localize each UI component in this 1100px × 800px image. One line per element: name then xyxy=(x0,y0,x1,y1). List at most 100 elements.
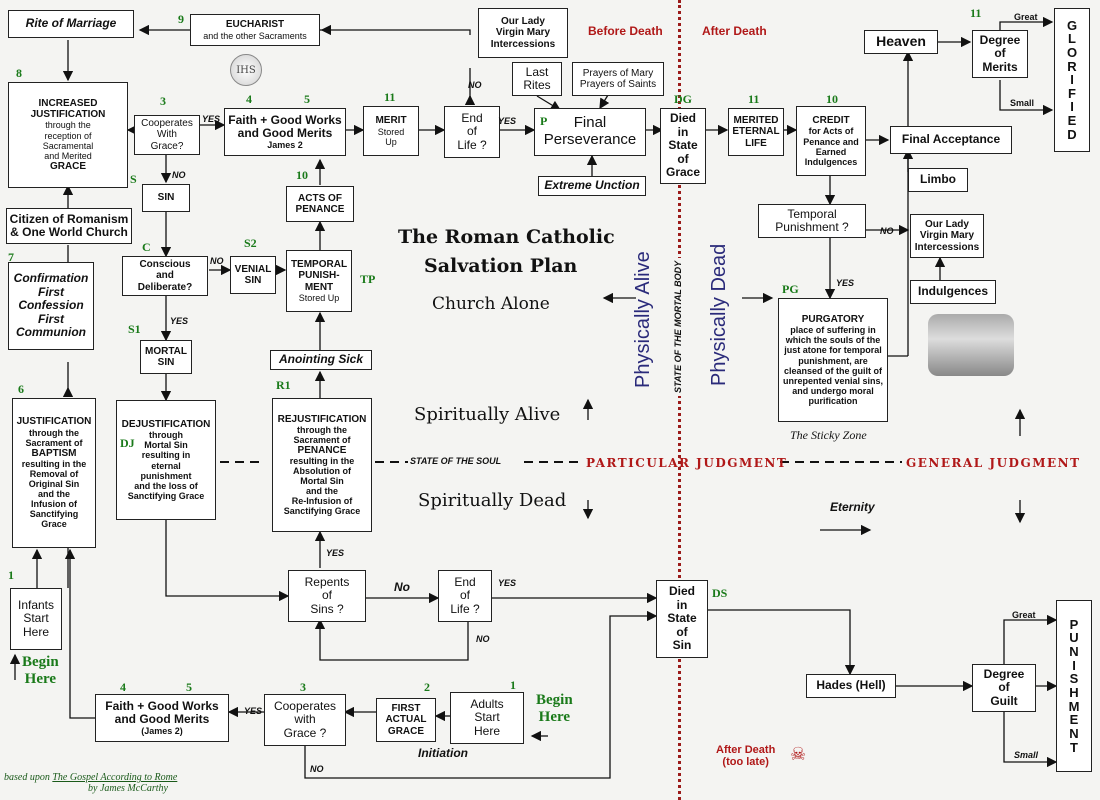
footer-prefix: based upon xyxy=(4,772,53,783)
rite-of-marriage-box: Rite of Marriage xyxy=(8,10,134,38)
yes-label: YES xyxy=(498,578,517,588)
step-number: 4 xyxy=(120,680,126,694)
no-label: NO xyxy=(172,170,186,180)
begin-here-infants-label: Begin Here xyxy=(22,654,59,687)
step-number: 11 xyxy=(384,90,396,104)
our-lady-intercessions-top-box: Our Lady Virgin Mary Intercessions xyxy=(478,8,568,58)
final-acceptance-box: Final Acceptance xyxy=(890,126,1012,154)
our-lady-intercessions-right-box: Our Lady Virgin Mary Intercessions xyxy=(910,214,984,258)
no-label: NO xyxy=(468,80,482,90)
diagram-title: The Roman Catholic xyxy=(398,226,615,248)
faith-good-works-top-box: Faith + Good Works and Good Merits James… xyxy=(224,108,346,156)
glorified-letter: E xyxy=(1067,113,1077,129)
yes-label: YES xyxy=(326,548,345,558)
code-label: TP xyxy=(360,272,376,286)
heaven-box: Heaven xyxy=(864,30,938,54)
indulgences-box: Indulgences xyxy=(910,280,996,304)
punishment-letter: I xyxy=(1072,657,1076,673)
no-label: NO xyxy=(310,764,324,774)
dejustification-box: DEJUSTIFICATION through Mortal Sin resul… xyxy=(116,400,216,520)
no-label: No xyxy=(394,580,410,594)
yes-label: YES xyxy=(244,706,263,716)
no-label: NO xyxy=(880,226,894,236)
glorified-letter: O xyxy=(1066,44,1078,60)
step-number: 5 xyxy=(304,92,310,106)
yes-label: YES xyxy=(202,114,221,124)
step-number: 2 xyxy=(424,680,430,694)
glorified-letter: I xyxy=(1070,72,1074,88)
step-number: 1 xyxy=(510,678,516,692)
glorified-letter: I xyxy=(1070,99,1074,115)
code-label: DS xyxy=(712,586,728,600)
code-label: S xyxy=(130,172,137,186)
punishment-letter: P xyxy=(1069,616,1079,632)
punishment-letter: T xyxy=(1070,739,1078,755)
step-number: 8 xyxy=(16,66,22,80)
yes-label: YES xyxy=(836,278,855,288)
punishment-letter: H xyxy=(1069,685,1079,700)
glorified-letter: R xyxy=(1067,58,1077,74)
general-judgment-label: GENERAL JUDGMENT xyxy=(906,456,1081,470)
state-of-soul-label: STATE OF THE SOUL xyxy=(410,456,502,466)
sin-box: SIN xyxy=(142,184,190,212)
step-number: 11 xyxy=(970,6,982,20)
step-number: 5 xyxy=(186,680,192,694)
purgatory-picture xyxy=(928,314,1014,376)
first-actual-grace-box: FIRST ACTUAL GRACE xyxy=(376,698,436,742)
step-number: 1 xyxy=(8,568,14,582)
cooperates-with-grace-bottom-box: Cooperates with Grace ? xyxy=(264,694,346,746)
last-rites-box: Last Rites xyxy=(512,62,562,96)
died-in-state-of-grace-box: Died in State of Grace xyxy=(660,108,706,184)
anointing-sick-box: Anointing Sick xyxy=(270,350,372,370)
after-death-label: After Death xyxy=(702,24,767,38)
eucharist-box: EUCHARIST and the other Sacraments xyxy=(190,14,320,46)
sticky-zone-label: The Sticky Zone xyxy=(790,428,867,442)
footer-author: by James McCarthy xyxy=(88,783,168,794)
credit-box: CREDIT for Acts of Penance and Earned In… xyxy=(796,106,866,176)
step-number: 7 xyxy=(8,250,14,264)
code-label: PG xyxy=(782,282,799,296)
mortal-sin-box: MORTAL SIN xyxy=(140,340,192,374)
after-death-too-late-label: After Death (too late) xyxy=(716,744,776,768)
extreme-unction-box: Extreme Unction xyxy=(538,176,646,196)
great-label: Great xyxy=(1012,610,1036,620)
hades-box: Hades (Hell) xyxy=(806,674,896,698)
yes-label: YES xyxy=(498,116,517,126)
physically-dead-label: Physically Dead xyxy=(708,243,730,386)
conscious-deliberate-box: Conscious and Deliberate? xyxy=(122,256,208,296)
adults-start-here-box: Adults Start Here xyxy=(450,692,524,744)
ihs-emblem-icon: IHS xyxy=(230,54,262,86)
step-number: 3 xyxy=(160,94,166,108)
step-number: 6 xyxy=(18,382,24,396)
end-of-life-bottom-box: End of Life ? xyxy=(438,570,492,622)
great-label: Great xyxy=(1014,12,1038,22)
footer-credit: based upon The Gospel According to Rome … xyxy=(4,772,177,794)
small-label: Small xyxy=(1010,98,1035,108)
punishment-letter: U xyxy=(1069,630,1079,646)
merited-eternal-life-box: MERITED ETERNAL LIFE xyxy=(728,108,784,156)
diagram-subtitle: Salvation Plan xyxy=(424,255,578,277)
degree-of-guilt-box: Degree of Guilt xyxy=(972,664,1036,712)
degree-of-merits-box: Degree of Merits xyxy=(972,30,1028,78)
eternity-label: Eternity xyxy=(830,500,875,514)
code-label: DJ xyxy=(120,436,135,450)
prayers-box: Prayers of Mary Prayers of Saints xyxy=(572,62,664,96)
cooperates-with-grace-top-box: Cooperates With Grace? xyxy=(134,115,200,155)
state-of-mortal-body-label: STATE OF THE MORTAL BODY xyxy=(673,257,683,396)
code-label: R1 xyxy=(276,378,291,392)
yes-label: YES xyxy=(170,316,189,326)
step-number: 10 xyxy=(296,168,308,182)
infants-start-here-box: Infants Start Here xyxy=(10,588,62,650)
confirmation-box: Confirmation First Confession First Comm… xyxy=(8,262,94,350)
step-number: 4 xyxy=(246,92,252,106)
punishment-letter: M xyxy=(1068,698,1080,714)
begin-here-adults-label: Begin Here xyxy=(536,692,573,725)
particular-judgment-label: PARTICULAR JUDGMENT xyxy=(586,456,788,470)
temporal-punishment-question-box: Temporal Punishment ? xyxy=(758,204,866,238)
code-label: S2 xyxy=(244,236,257,250)
justification-box: JUSTIFICATION through the Sacrament of B… xyxy=(12,398,96,548)
